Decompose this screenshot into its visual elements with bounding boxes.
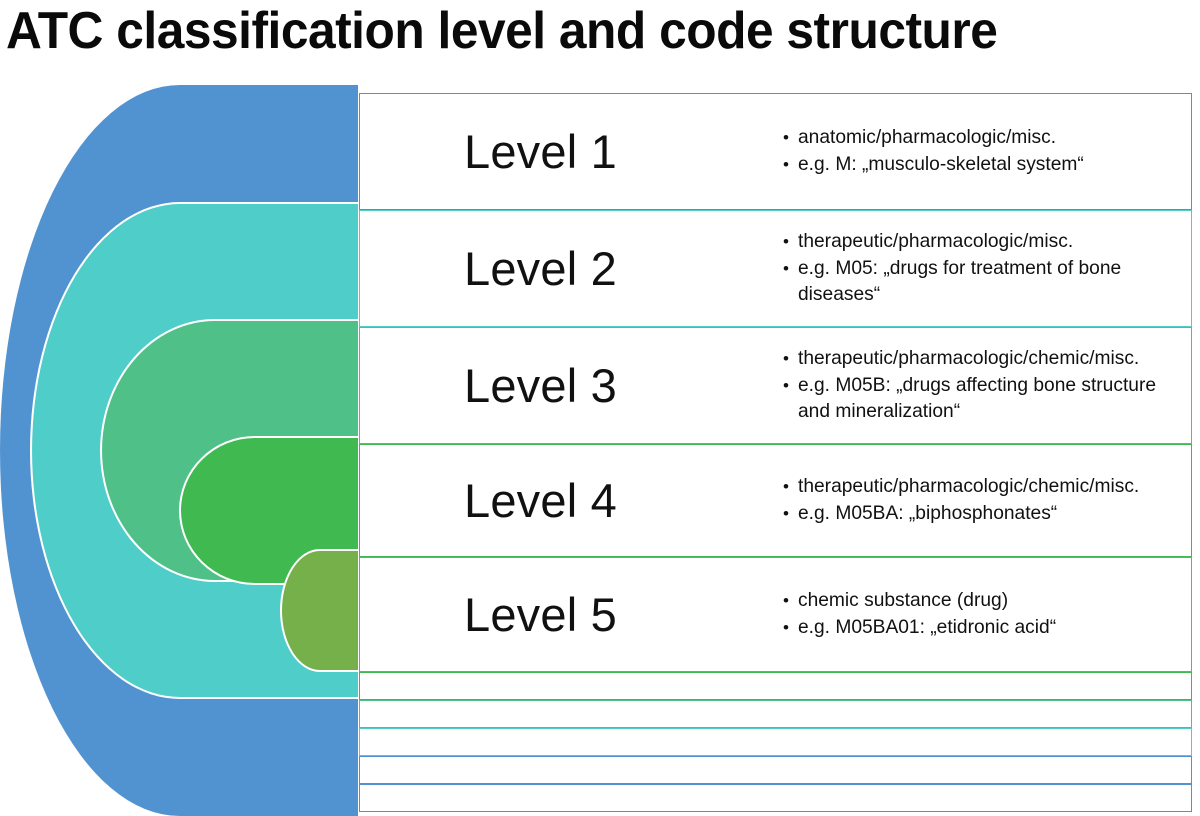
level-label-2: Level 2 bbox=[464, 242, 617, 295]
level-row-inner: Level 3 therapeutic/pharmacologic/chemic/… bbox=[360, 328, 1191, 443]
level-bullet: e.g. M05BA: „biphosphonates“ bbox=[783, 501, 1183, 528]
mirror-row-2 bbox=[359, 700, 1192, 728]
level-bullets-1: anatomic/pharmacologic/misc.e.g. M: „mus… bbox=[783, 125, 1183, 178]
level-label-3: Level 3 bbox=[464, 359, 617, 412]
level-label-4: Level 4 bbox=[464, 474, 617, 527]
nested-arcs-graphic bbox=[0, 85, 359, 816]
level-bullet: therapeutic/pharmacologic/chemic/misc. bbox=[783, 346, 1183, 373]
level-bullets-2: therapeutic/pharmacologic/misc.e.g. M05:… bbox=[783, 229, 1183, 309]
level-row-5: Level 5 chemic substance (drug)e.g. M05BA… bbox=[359, 557, 1192, 672]
page-title: ATC classification level and code struct… bbox=[6, 2, 998, 60]
mirror-row-3 bbox=[359, 728, 1192, 756]
level-row-1: Level 1 anatomic/pharmacologic/misc.e.g. … bbox=[359, 93, 1192, 210]
level-bullet: chemic substance (drug) bbox=[783, 588, 1183, 615]
level-row-3: Level 3 therapeutic/pharmacologic/chemic/… bbox=[359, 327, 1192, 444]
level-bullets-5: chemic substance (drug)e.g. M05BA01: „et… bbox=[783, 588, 1183, 641]
mirror-row-1 bbox=[359, 672, 1192, 700]
level-bullet: e.g. M05: „drugs for treatment of bone d… bbox=[783, 256, 1183, 309]
level-bullet: e.g. M05B: „drugs affecting bone structu… bbox=[783, 373, 1183, 426]
arc-level-4 bbox=[181, 438, 358, 583]
level-row-2: Level 2 therapeutic/pharmacologic/misc.e.… bbox=[359, 210, 1192, 327]
level-label-1: Level 1 bbox=[464, 125, 617, 178]
level-row-inner: Level 4 therapeutic/pharmacologic/chemic/… bbox=[360, 445, 1191, 556]
level-bullets-3: therapeutic/pharmacologic/chemic/misc.e.… bbox=[783, 346, 1183, 426]
level-row-inner: Level 1 anatomic/pharmacologic/misc.e.g. … bbox=[360, 94, 1191, 209]
level-bullets-4: therapeutic/pharmacologic/chemic/misc.e.… bbox=[783, 474, 1183, 527]
level-bullet: therapeutic/pharmacologic/misc. bbox=[783, 229, 1183, 256]
level-row-inner: Level 5 chemic substance (drug)e.g. M05BA… bbox=[360, 558, 1191, 671]
level-row-inner: Level 2 therapeutic/pharmacologic/misc.e.… bbox=[360, 211, 1191, 326]
level-bullet: e.g. M05BA01: „etidronic acid“ bbox=[783, 615, 1183, 642]
levels-table: Level 1anatomic/pharmacologic/misc.e.g. … bbox=[359, 93, 1192, 812]
level-row-4: Level 4 therapeutic/pharmacologic/chemic/… bbox=[359, 444, 1192, 557]
arc-level-5 bbox=[282, 551, 358, 670]
mirror-row-4 bbox=[359, 756, 1192, 784]
level-bullet: anatomic/pharmacologic/misc. bbox=[783, 125, 1183, 152]
level-bullet: therapeutic/pharmacologic/chemic/misc. bbox=[783, 474, 1183, 501]
mirror-row-5 bbox=[359, 784, 1192, 812]
level-bullet: e.g. M: „musculo-skeletal system“ bbox=[783, 152, 1183, 179]
level-label-5: Level 5 bbox=[464, 588, 617, 641]
